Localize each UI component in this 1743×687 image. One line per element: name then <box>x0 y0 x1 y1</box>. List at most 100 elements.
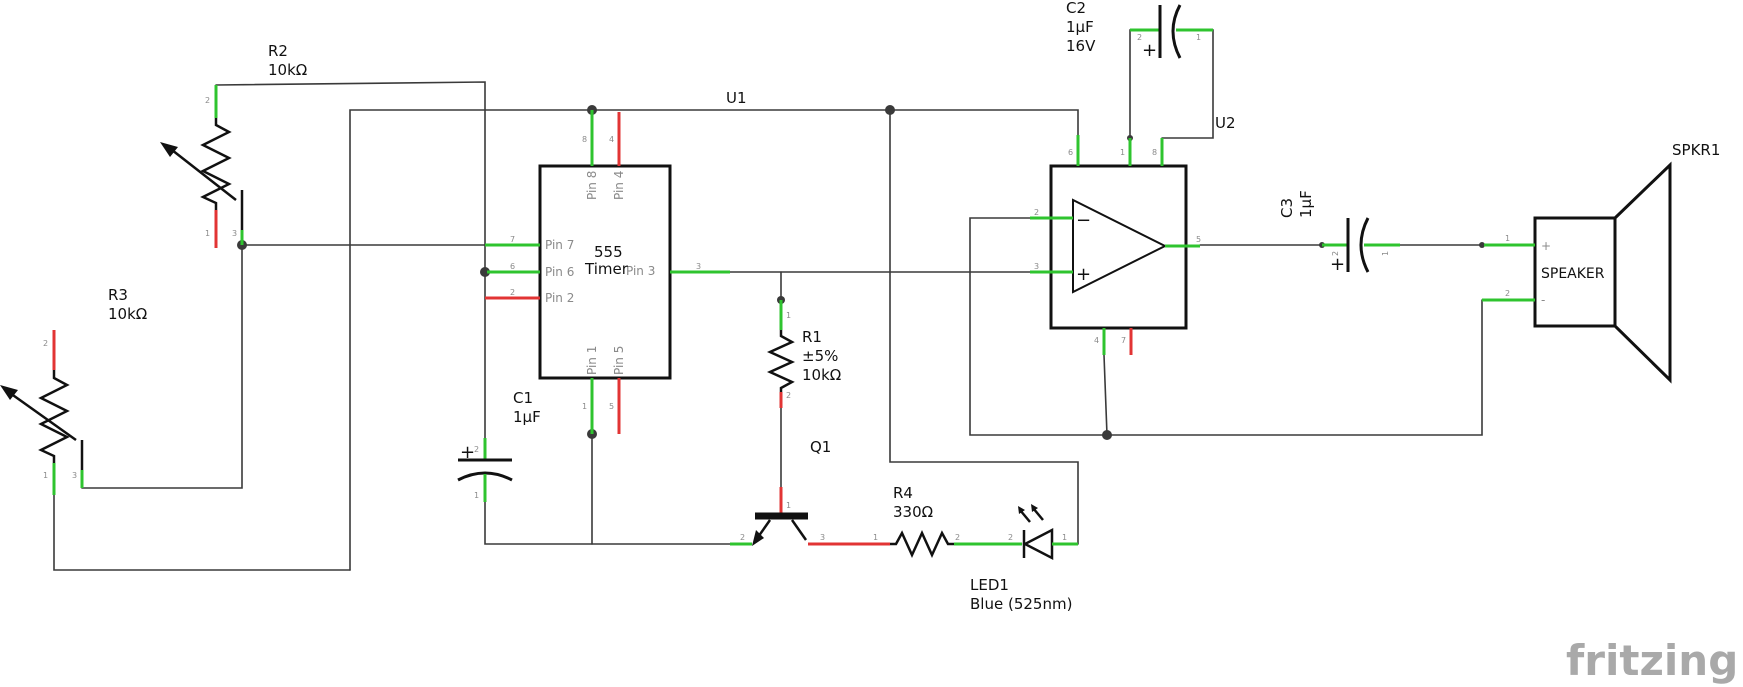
svg-text:+: + <box>1076 264 1091 285</box>
svg-text:1: 1 <box>1062 533 1067 542</box>
svg-text:7: 7 <box>510 235 515 244</box>
svg-text:1: 1 <box>873 533 878 542</box>
wire-u2-pin4[interactable] <box>1103 354 1108 436</box>
c1-ref: C1 <box>513 389 533 407</box>
svg-text:1: 1 <box>1196 33 1201 42</box>
r2-value: 10kΩ <box>268 61 307 79</box>
svg-text:2: 2 <box>786 391 791 400</box>
c1-value: 1µF <box>513 408 541 426</box>
u1-title-line2: Timer <box>584 260 629 278</box>
svg-text:7: 7 <box>1121 336 1126 345</box>
svg-text:1: 1 <box>205 229 210 238</box>
svg-text:2: 2 <box>740 533 745 542</box>
speaker-plus: + <box>1541 239 1551 253</box>
svg-text:2: 2 <box>205 96 210 105</box>
r1-ref: R1 <box>802 328 822 346</box>
svg-text:+: + <box>1142 40 1157 61</box>
u1-555-timer[interactable]: Pin 8 Pin 4 Pin 7 Pin 6 Pin 2 Pin 3 Pin … <box>485 110 730 434</box>
svg-text:1: 1 <box>43 471 48 480</box>
svg-text:2: 2 <box>1137 33 1142 42</box>
fritzing-logo: fritzing <box>1566 636 1738 685</box>
wire-top-rail[interactable] <box>349 109 1079 571</box>
svg-text:3: 3 <box>1034 262 1039 271</box>
svg-text:2: 2 <box>474 445 479 454</box>
svg-text:4: 4 <box>1094 336 1099 345</box>
c2-ref: C2 <box>1066 0 1086 17</box>
svg-text:2: 2 <box>510 288 515 297</box>
r1-value: 10kΩ <box>802 366 841 384</box>
spkr1-ref: SPKR1 <box>1672 141 1720 159</box>
u1-pin2-label: Pin 2 <box>545 291 574 305</box>
c2-voltage: 16V <box>1066 37 1096 55</box>
u1-pin3-label: Pin 3 <box>626 264 655 278</box>
wire-c1-ground[interactable] <box>484 501 731 545</box>
svg-text:4: 4 <box>609 135 614 144</box>
c3-ref: C3 <box>1278 198 1296 218</box>
r4-value: 330Ω <box>893 503 933 521</box>
c3-capacitor[interactable]: + 2 1 <box>1322 217 1400 275</box>
svg-text:1: 1 <box>1120 148 1125 157</box>
svg-text:+: + <box>1330 254 1345 275</box>
speaker-label: SPEAKER <box>1541 266 1605 282</box>
r4-ref: R4 <box>893 484 913 502</box>
u1-title-line1: 555 <box>594 243 623 261</box>
r4-resistor[interactable]: 1 2 <box>850 529 1010 559</box>
svg-text:1: 1 <box>786 501 791 510</box>
u1-pin4-label: Pin 4 <box>612 171 626 200</box>
r1-tolerance: ±5% <box>802 347 838 365</box>
svg-text:3: 3 <box>232 229 237 238</box>
svg-text:2: 2 <box>1331 251 1340 256</box>
u1-pin6-label: Pin 6 <box>545 265 574 279</box>
r1-resistor[interactable]: 1 2 <box>766 300 796 408</box>
svg-text:2: 2 <box>1505 289 1510 298</box>
c2-value: 1µF <box>1066 18 1094 36</box>
c3-value: 1µF <box>1297 190 1315 218</box>
r2-potentiometer[interactable]: 2 1 3 <box>160 85 244 248</box>
svg-text:8: 8 <box>582 135 587 144</box>
svg-text:3: 3 <box>696 262 701 271</box>
u2-op-amp[interactable]: − + 6 1 8 2 3 5 4 7 <box>1030 135 1201 355</box>
wire-r2-to-r3-wiper[interactable] <box>81 244 243 489</box>
junction-dot <box>1102 430 1112 440</box>
svg-text:1: 1 <box>474 491 479 500</box>
led1-ref: LED1 <box>970 576 1009 594</box>
u1-pin7-label: Pin 7 <box>545 238 574 252</box>
r3-potentiometer[interactable]: 2 1 3 <box>0 330 84 495</box>
svg-text:8: 8 <box>1152 148 1157 157</box>
junction-dot <box>480 267 490 277</box>
svg-text:6: 6 <box>510 262 515 271</box>
wire-c2-right[interactable] <box>1161 29 1214 139</box>
junction-dot <box>885 105 895 115</box>
wires <box>53 29 1485 571</box>
svg-text:5: 5 <box>1196 235 1201 244</box>
u1-pin5-label: Pin 5 <box>612 346 626 375</box>
u1-pin8-label: Pin 8 <box>585 171 599 200</box>
u2-ref: U2 <box>1215 114 1236 132</box>
wire-r3-bottom[interactable] <box>53 494 351 571</box>
c1-capacitor[interactable]: + 2 1 <box>457 438 513 502</box>
svg-text:2: 2 <box>43 339 48 348</box>
q1-ref: Q1 <box>810 438 831 456</box>
svg-text:1: 1 <box>786 311 791 320</box>
svg-text:2: 2 <box>1034 208 1039 217</box>
wire-u2-pin2[interactable] <box>969 217 1483 436</box>
c2-capacitor[interactable]: + 2 1 <box>1130 4 1213 61</box>
svg-text:+: + <box>460 442 475 463</box>
svg-text:2: 2 <box>955 533 960 542</box>
svg-text:1: 1 <box>1505 234 1510 243</box>
led1-diode[interactable]: 2 1 <box>1008 504 1078 561</box>
u1-ref: U1 <box>726 89 747 107</box>
svg-text:2: 2 <box>1008 533 1013 542</box>
spkr1-speaker[interactable]: + - SPEAKER 1 2 <box>1482 161 1672 384</box>
junction-dot <box>1479 242 1485 248</box>
svg-text:6: 6 <box>1068 148 1073 157</box>
svg-text:1: 1 <box>582 402 587 411</box>
wire-r2-top[interactable] <box>215 81 486 439</box>
speaker-minus: - <box>1541 293 1545 307</box>
svg-text:3: 3 <box>820 533 825 542</box>
wire-vcc-led[interactable] <box>889 109 1079 545</box>
svg-text:1: 1 <box>1381 251 1390 256</box>
svg-text:−: − <box>1076 210 1091 231</box>
q1-transistor[interactable]: 1 2 3 <box>730 487 850 546</box>
